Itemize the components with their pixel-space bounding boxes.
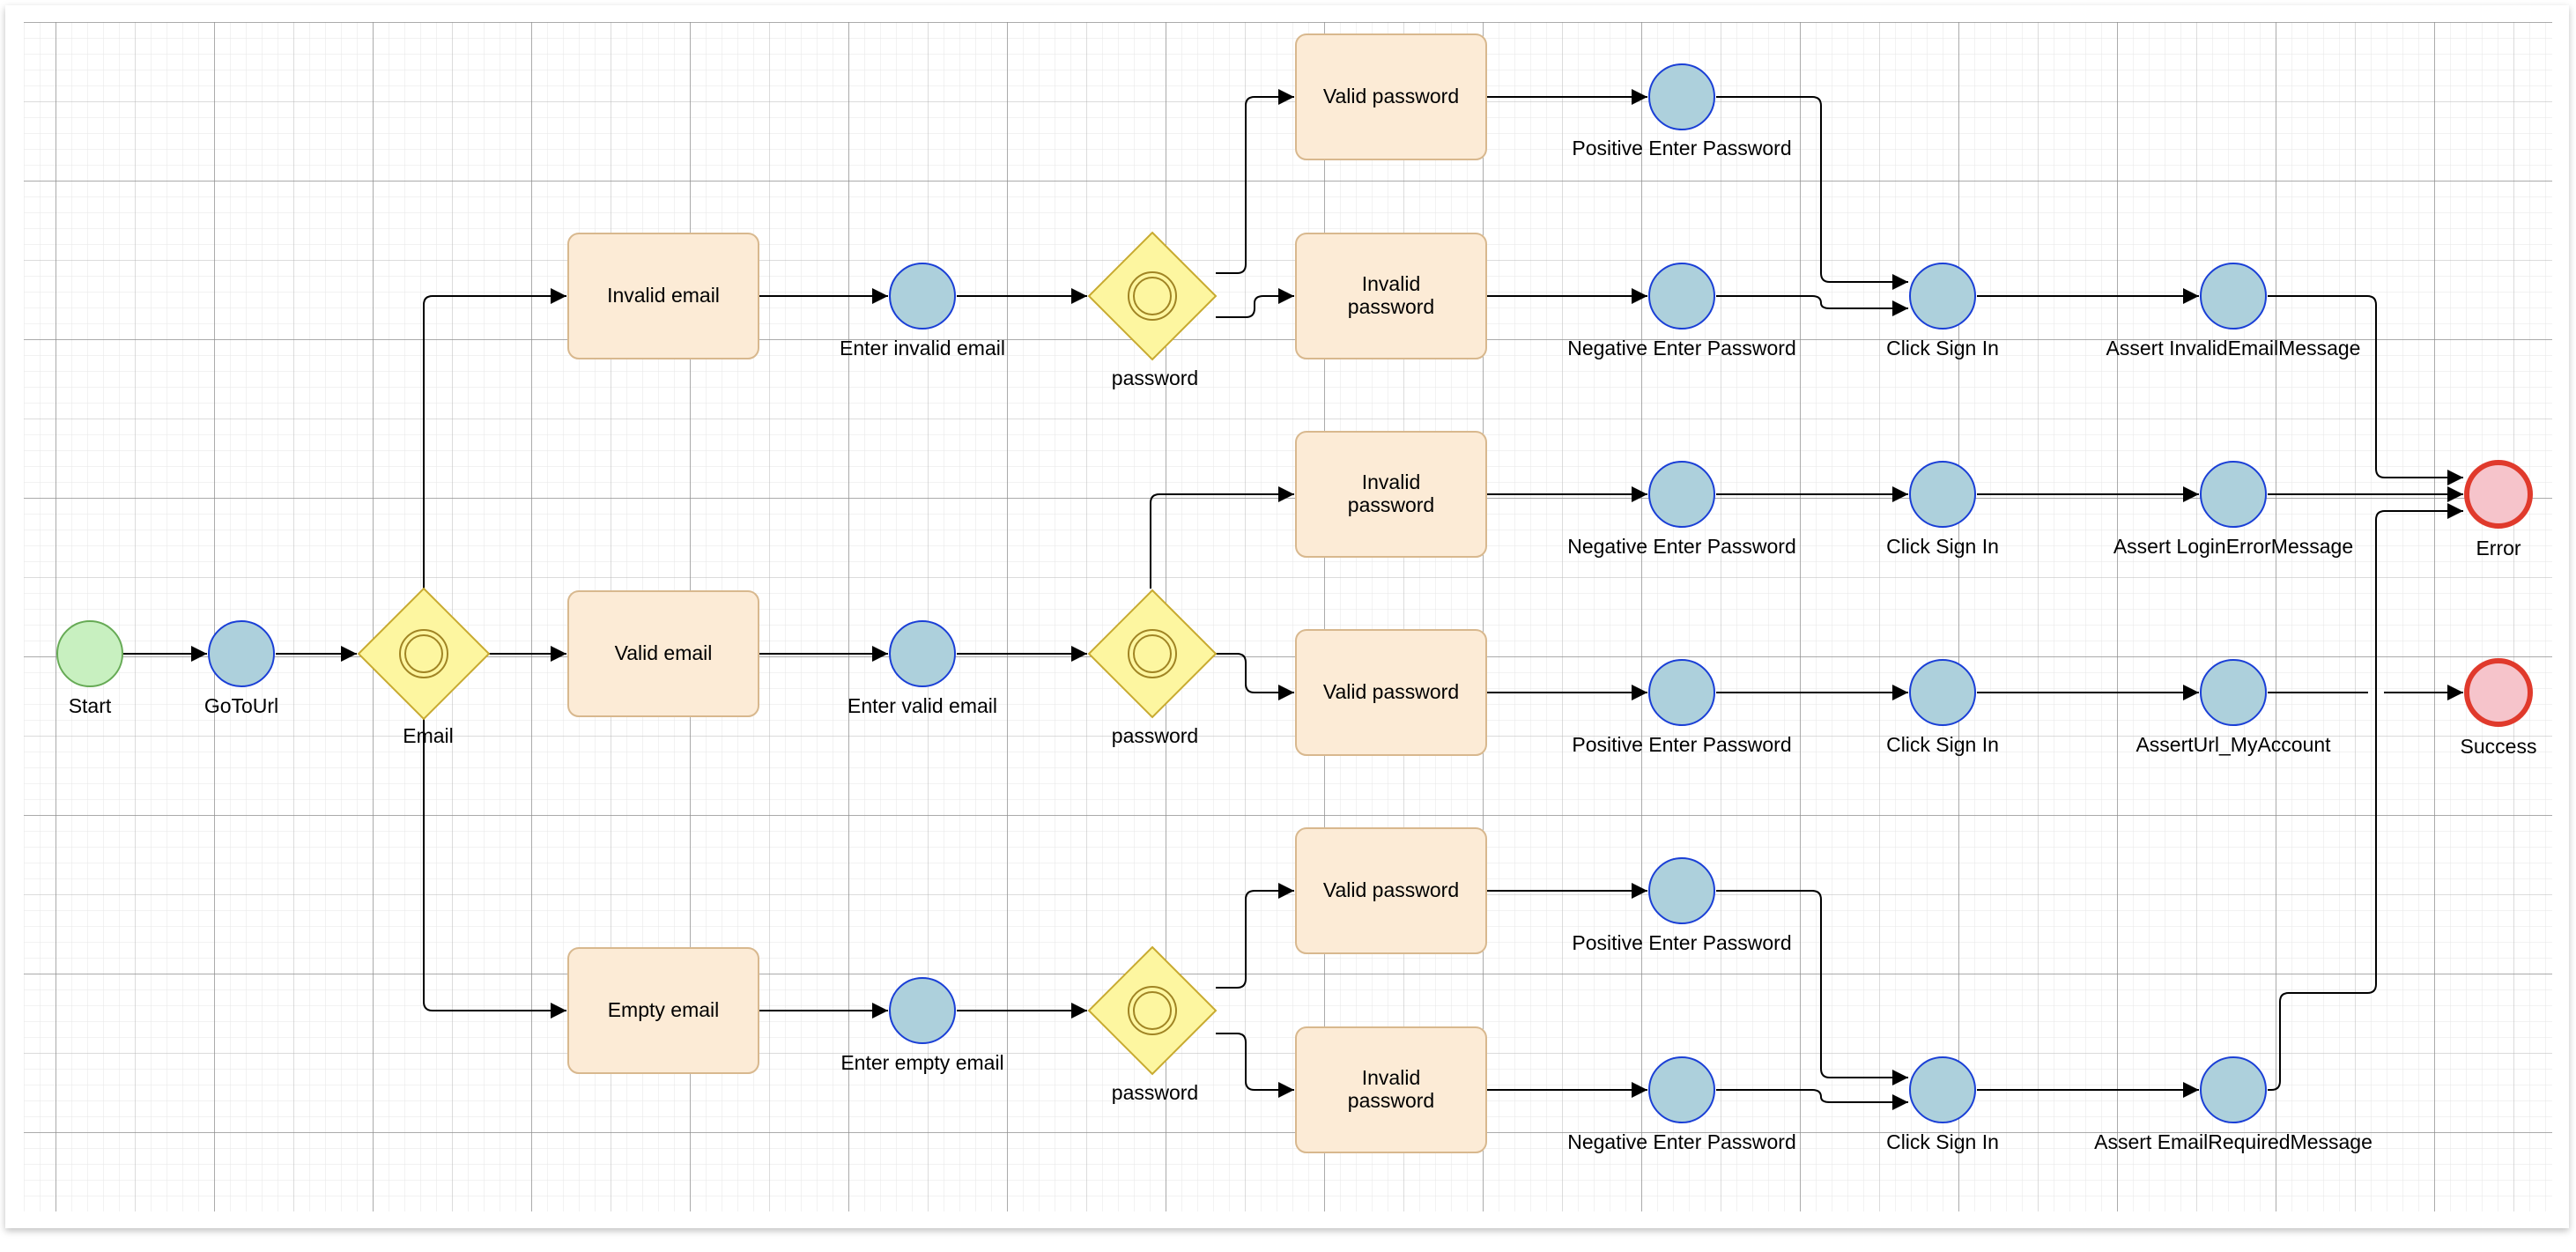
negative-enter-password-label: Negative Enter Password [1567, 337, 1796, 359]
click-sign-in-label: Click Sign In [1886, 535, 1999, 558]
start-event[interactable] [56, 620, 123, 687]
click-sign-in-label: Click Sign In [1886, 337, 1999, 359]
start-label: Start [69, 694, 112, 717]
assert-url-my-account-label: AssertUrl_MyAccount [2136, 733, 2331, 756]
password-gateway-2[interactable] [1087, 589, 1218, 719]
task-assert-email-required-message[interactable] [2200, 1056, 2267, 1123]
empty-email-label: Empty email [608, 998, 720, 1021]
valid-password-label: Valid password [1323, 680, 1459, 703]
enter-empty-email-label: Enter empty email [840, 1051, 1003, 1074]
invalid-password-label-line1: Invalid [1362, 1066, 1420, 1089]
invalid-email-box[interactable]: Invalid email [567, 233, 759, 359]
click-sign-in-label: Click Sign In [1886, 733, 1999, 756]
valid-password-box-3[interactable]: Valid password [1295, 827, 1487, 954]
assert-invalid-email-message-label: Assert InvalidEmailMessage [2106, 337, 2361, 359]
invalid-email-label: Invalid email [607, 284, 720, 307]
negative-enter-password-label: Negative Enter Password [1567, 1130, 1796, 1153]
negative-enter-password-label: Negative Enter Password [1567, 535, 1796, 558]
password-gateway-1[interactable] [1087, 231, 1218, 361]
invalid-password-box-2[interactable]: Invalid password [1295, 431, 1487, 558]
task-positive-enter-password-1[interactable] [1648, 63, 1715, 130]
valid-password-label: Valid password [1323, 85, 1459, 107]
enter-invalid-email-label: Enter invalid email [840, 337, 1005, 359]
password-gateway-3[interactable] [1087, 945, 1218, 1076]
password-gateway-2-label: password [1112, 724, 1198, 747]
invalid-password-label-line2: password [1348, 295, 1434, 318]
task-assert-url-my-account[interactable] [2200, 659, 2267, 726]
task-positive-enter-password-3[interactable] [1648, 857, 1715, 924]
valid-password-box-1[interactable]: Valid password [1295, 33, 1487, 160]
task-click-sign-in-3[interactable] [1909, 659, 1976, 726]
edge-email-empty [423, 719, 566, 1019]
assert-login-error-message-label: Assert LoginErrorMessage [2113, 535, 2353, 558]
invalid-password-label-line2: password [1348, 1089, 1434, 1112]
enter-valid-email-label: Enter valid email [848, 694, 997, 717]
task-click-sign-in-1[interactable] [1909, 263, 1976, 330]
invalid-password-box-1[interactable]: Invalid password [1295, 233, 1487, 359]
password-gateway-1-label: password [1112, 367, 1198, 389]
task-assert-login-error-message[interactable] [2200, 461, 2267, 528]
invalid-password-label-line1: Invalid [1362, 272, 1420, 295]
task-click-sign-in-2[interactable] [1909, 461, 1976, 528]
invalid-password-label-line2: password [1348, 493, 1434, 516]
email-gateway[interactable] [357, 587, 491, 721]
task-assert-invalid-email-message[interactable] [2200, 263, 2267, 330]
positive-enter-password-label: Positive Enter Password [1572, 733, 1791, 756]
email-gateway-label: Email [403, 724, 454, 747]
task-negative-enter-password-1[interactable] [1648, 263, 1715, 330]
task-positive-enter-password-2[interactable] [1648, 659, 1715, 726]
task-negative-enter-password-2[interactable] [1648, 461, 1715, 528]
success-label: Success [2461, 735, 2537, 758]
error-label: Error [2476, 537, 2520, 559]
task-enter-invalid-email[interactable] [889, 263, 956, 330]
valid-password-label: Valid password [1323, 878, 1459, 901]
password-gateway-3-label: password [1112, 1081, 1198, 1104]
invalid-password-box-3[interactable]: Invalid password [1295, 1026, 1487, 1153]
edges [123, 89, 2463, 1110]
task-negative-enter-password-3[interactable] [1648, 1056, 1715, 1123]
error-end-event[interactable] [2464, 460, 2533, 529]
empty-email-box[interactable]: Empty email [567, 947, 759, 1074]
task-enter-valid-email[interactable] [889, 620, 956, 687]
assert-email-required-message-label: Assert EmailRequiredMessage [2094, 1130, 2372, 1153]
invalid-password-label-line1: Invalid [1362, 470, 1420, 493]
go-to-url-label: GoToUrl [204, 694, 278, 717]
task-enter-empty-email[interactable] [889, 977, 956, 1044]
positive-enter-password-label: Positive Enter Password [1572, 137, 1791, 159]
positive-enter-password-label: Positive Enter Password [1572, 931, 1791, 954]
success-end-event[interactable] [2464, 658, 2533, 727]
task-click-sign-in-4[interactable] [1909, 1056, 1976, 1123]
valid-email-label: Valid email [615, 641, 713, 664]
edge-email-invalid [423, 288, 566, 589]
valid-email-box[interactable]: Valid email [567, 590, 759, 717]
click-sign-in-label: Click Sign In [1886, 1130, 1999, 1153]
task-go-to-url[interactable] [208, 620, 275, 687]
valid-password-box-2[interactable]: Valid password [1295, 629, 1487, 756]
